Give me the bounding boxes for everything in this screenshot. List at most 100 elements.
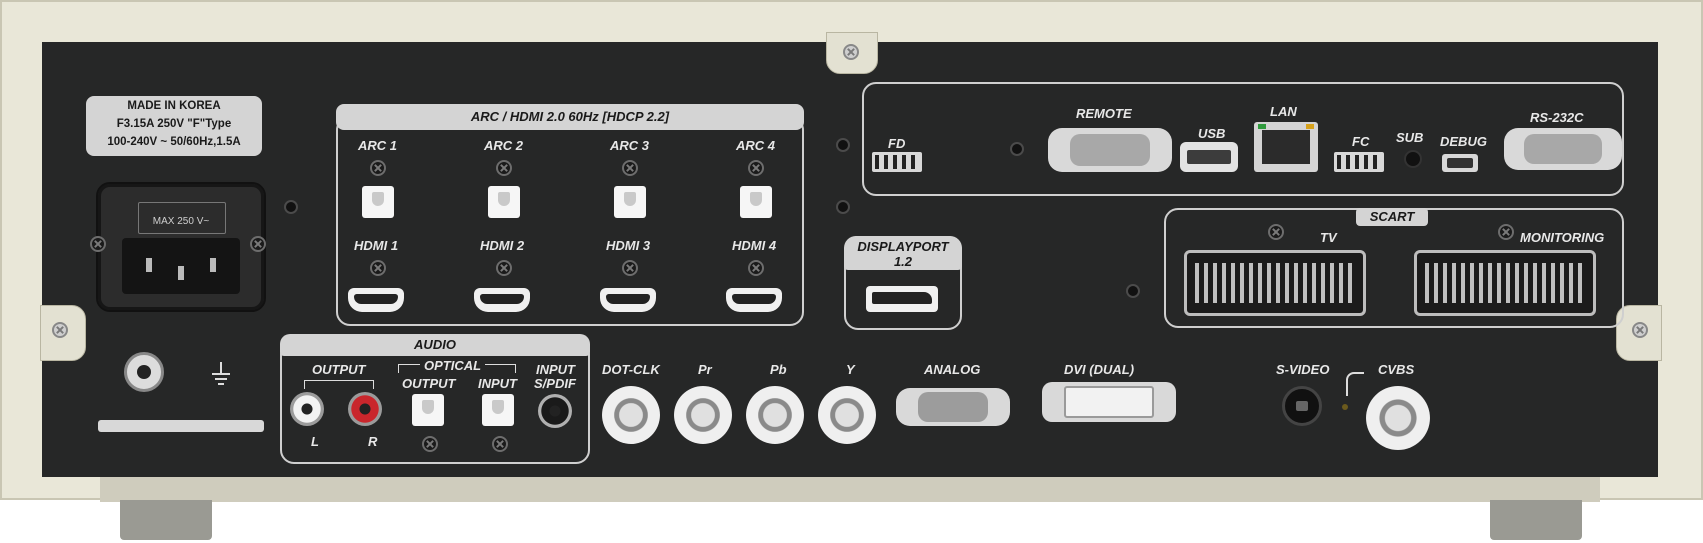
fuse-text: F3.15A 250V "F"Type xyxy=(116,118,232,130)
pb-label: Pb xyxy=(770,362,787,377)
iec-socket xyxy=(122,238,240,294)
hdmi1-label: HDMI 1 xyxy=(354,238,399,253)
chassis-base xyxy=(100,476,1600,502)
fd-label: FD xyxy=(888,136,906,151)
pb-bnc[interactable] xyxy=(746,386,804,444)
arc3-screw-icon xyxy=(622,160,638,176)
pr-bnc[interactable] xyxy=(674,386,732,444)
hdmi2-screw-icon xyxy=(496,260,512,276)
cvbs-bnc[interactable] xyxy=(1366,386,1430,450)
fc-label: FC xyxy=(1352,134,1370,149)
power-text: 100-240V ~ 50/60Hz,1.5A xyxy=(107,136,241,148)
dvi-dual-port[interactable] xyxy=(1042,382,1176,422)
output-bracket xyxy=(304,380,374,389)
scart-tv-port[interactable] xyxy=(1184,250,1366,316)
arc4-screw-icon xyxy=(748,160,764,176)
analog-vga-port[interactable] xyxy=(896,388,1010,426)
hdmi2-label: HDMI 2 xyxy=(480,238,525,253)
sub-label: SUB xyxy=(1396,130,1424,145)
indicator-led xyxy=(1342,404,1348,410)
spdif-input-jack[interactable] xyxy=(538,394,572,428)
y-bnc[interactable] xyxy=(818,386,876,444)
scart-tv-label: TV xyxy=(1320,230,1337,245)
optical-out-screw-icon xyxy=(422,436,438,452)
fuse-drawer[interactable] xyxy=(138,202,226,234)
dot-clk-label: DOT-CLK xyxy=(602,362,660,377)
right-channel-label: R xyxy=(368,434,378,449)
arc2-label: ARC 2 xyxy=(484,138,524,153)
hdmi1-port[interactable] xyxy=(348,288,404,312)
svideo-label: S-VIDEO xyxy=(1276,362,1330,377)
hdmi-group-header: ARC / HDMI 2.0 60Hz [HDCP 2.2] xyxy=(336,104,804,130)
right-screw-icon xyxy=(1632,322,1648,338)
control-io-box xyxy=(862,82,1624,196)
audio-title: AUDIO xyxy=(414,337,456,352)
y-label: Y xyxy=(846,362,855,377)
scart-header: SCART xyxy=(1356,208,1428,226)
hdmi4-port[interactable] xyxy=(726,288,782,312)
ground-symbol-icon xyxy=(212,362,230,385)
usb-port[interactable] xyxy=(1180,142,1238,172)
displayport-version: 1.2 xyxy=(893,254,913,269)
audio-out-right-jack[interactable] xyxy=(348,392,382,426)
displayport-port[interactable] xyxy=(866,286,938,312)
scart-title: SCART xyxy=(1369,209,1415,224)
debug-port[interactable] xyxy=(1442,154,1478,172)
arc1-screw-icon xyxy=(370,160,386,176)
hdmi3-port[interactable] xyxy=(600,288,656,312)
arc3-label: ARC 3 xyxy=(610,138,650,153)
left-channel-label: L xyxy=(311,434,319,449)
hdmi2-port[interactable] xyxy=(474,288,530,312)
audio-output-label: OUTPUT xyxy=(312,362,366,377)
arc4-label: ARC 4 xyxy=(736,138,776,153)
arc4-optical-port[interactable] xyxy=(740,186,772,218)
foot-left xyxy=(120,500,212,540)
cvbs-label: CVBS xyxy=(1378,362,1415,377)
left-screw-icon xyxy=(52,322,68,338)
optical-input-port[interactable] xyxy=(482,394,514,426)
hole-icon xyxy=(284,200,298,214)
fuse-max-text: MAX 250 V~ xyxy=(152,216,210,227)
hdmi4-screw-icon xyxy=(748,260,764,276)
label-strip xyxy=(98,420,264,432)
ground-terminal[interactable] xyxy=(124,352,164,392)
arc2-optical-port[interactable] xyxy=(488,186,520,218)
scart-monitoring-screw-icon xyxy=(1498,224,1514,240)
cvbs-bracket xyxy=(1346,372,1364,396)
dot-clk-bnc[interactable] xyxy=(602,386,660,444)
inlet-screw-right-icon xyxy=(250,236,266,252)
arc2-screw-icon xyxy=(496,160,512,176)
optical-input-label: INPUT xyxy=(478,376,517,391)
fd-connector[interactable] xyxy=(872,152,922,172)
audio-out-left-jack[interactable] xyxy=(290,392,324,426)
power-inlet[interactable]: MAX 250 V~ xyxy=(90,182,266,312)
spdif-label: S/PDIF xyxy=(534,376,576,391)
arc1-optical-port[interactable] xyxy=(362,186,394,218)
fc-connector[interactable] xyxy=(1334,152,1384,172)
dvi-label: DVI (DUAL) xyxy=(1064,362,1135,377)
rs232c-port[interactable] xyxy=(1504,128,1622,170)
displayport-label: DISPLAYPORT xyxy=(857,239,949,254)
optical-in-screw-icon xyxy=(492,436,508,452)
hole-icon xyxy=(1126,284,1140,298)
remote-label: REMOTE xyxy=(1076,106,1132,121)
scart-monitoring-label: MONITORING xyxy=(1520,230,1605,245)
input-label: INPUT xyxy=(536,362,575,377)
hole-icon xyxy=(836,200,850,214)
hdmi1-screw-icon xyxy=(370,260,386,276)
lan-port[interactable] xyxy=(1254,122,1318,172)
power-rating-label: MADE IN KOREA F3.15A 250V "F"Type 100-24… xyxy=(86,96,262,156)
hdmi4-label: HDMI 4 xyxy=(732,238,777,253)
arc3-optical-port[interactable] xyxy=(614,186,646,218)
remote-port[interactable] xyxy=(1048,128,1172,172)
lan-label: LAN xyxy=(1270,104,1297,119)
hdmi3-screw-icon xyxy=(622,260,638,276)
svideo-port[interactable] xyxy=(1282,386,1322,426)
made-in-text: MADE IN KOREA xyxy=(127,100,221,112)
sub-button[interactable] xyxy=(1404,150,1422,168)
scart-monitoring-port[interactable] xyxy=(1414,250,1596,316)
optical-label: OPTICAL xyxy=(420,358,486,373)
analog-label: ANALOG xyxy=(924,362,981,377)
arc1-label: ARC 1 xyxy=(358,138,398,153)
optical-output-port[interactable] xyxy=(412,394,444,426)
